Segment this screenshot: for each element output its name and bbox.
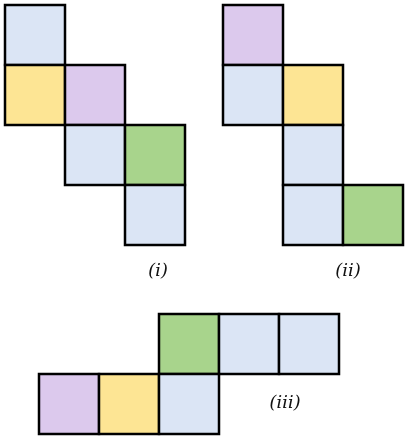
net-square-yellow bbox=[97, 372, 161, 436]
net-square-blue bbox=[63, 123, 127, 187]
net-square-yellow bbox=[281, 63, 345, 127]
net-square-blue bbox=[277, 312, 341, 376]
net-square-blue bbox=[221, 63, 285, 127]
net-square-blue bbox=[281, 183, 345, 247]
figure-label-iii: (iii) bbox=[269, 392, 300, 413]
net-square-blue bbox=[157, 372, 221, 436]
figure-label-ii: (ii) bbox=[335, 260, 361, 281]
net-square-yellow bbox=[3, 63, 67, 127]
net-square-purple bbox=[221, 3, 285, 67]
net-square-blue bbox=[123, 183, 187, 247]
net-square-green bbox=[341, 183, 405, 247]
net-square-blue bbox=[217, 312, 281, 376]
net-square-blue bbox=[3, 3, 67, 67]
net-square-blue bbox=[281, 123, 345, 187]
net-square-purple bbox=[37, 372, 101, 436]
net-figure-i bbox=[3, 3, 187, 247]
figure-label-i: (i) bbox=[148, 260, 168, 281]
net-figure-ii bbox=[221, 3, 405, 247]
net-figure-iii bbox=[37, 312, 341, 436]
net-square-green bbox=[157, 312, 221, 376]
net-square-green bbox=[123, 123, 187, 187]
net-square-purple bbox=[63, 63, 127, 127]
